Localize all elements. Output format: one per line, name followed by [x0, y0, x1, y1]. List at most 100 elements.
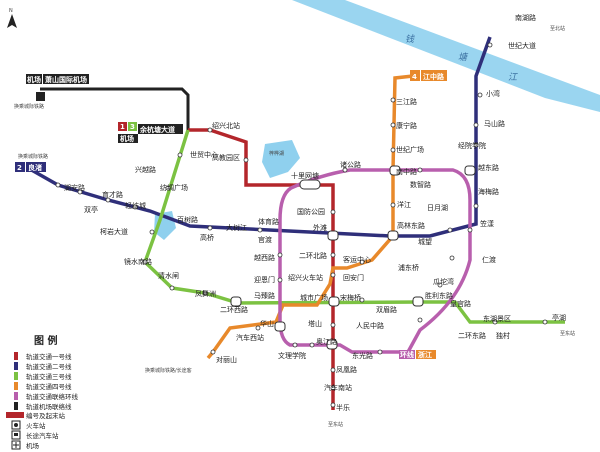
svg-text:清水闸: 清水闸 [158, 271, 179, 280]
svg-text:十里网塘: 十里网塘 [291, 171, 319, 180]
svg-text:轨道交通一号线: 轨道交通一号线 [26, 352, 72, 361]
svg-text:笠漾: 笠漾 [480, 219, 494, 228]
stations [55, 42, 548, 408]
svg-text:双眉路: 双眉路 [376, 305, 397, 314]
svg-text:独村: 独村 [496, 331, 510, 340]
river-char-2: 塘 [458, 52, 469, 63]
svg-text:机场: 机场 [120, 134, 134, 143]
legend-title: 图 例 [34, 334, 57, 347]
lake-north-label: 梓桦湖 [269, 150, 284, 157]
svg-text:官渡: 官渡 [258, 235, 272, 244]
svg-text:奥江路: 奥江路 [316, 337, 337, 346]
svg-text:机场: 机场 [26, 441, 40, 450]
svg-text:文理学院: 文理学院 [278, 351, 306, 360]
svg-text:纺绸广场: 纺绸广场 [160, 183, 188, 192]
legend-item-bus: 长途汽车站 [11, 430, 59, 440]
svg-text:良渚: 良渚 [28, 163, 42, 172]
svg-text:镜水南路: 镜水南路 [124, 257, 152, 266]
svg-text:至北站: 至北站 [550, 25, 565, 32]
interchange-markers [230, 165, 476, 350]
svg-text:1: 1 [120, 123, 125, 131]
svg-text:萧山国际机场: 萧山国际机场 [45, 75, 87, 84]
svg-text:江中路: 江中路 [423, 72, 445, 81]
svg-text:康宁路: 康宁路 [396, 121, 417, 130]
svg-text:数智路: 数智路 [410, 180, 431, 189]
line-airport-link [40, 87, 190, 130]
terminal-line2-north: 南湖路 至北站 [515, 13, 565, 32]
svg-text:南中路: 南中路 [396, 167, 417, 176]
note-south: 至东站 [328, 421, 343, 428]
svg-text:越西路: 越西路 [254, 253, 275, 262]
svg-text:浙江: 浙江 [418, 350, 432, 359]
svg-text:人民中路: 人民中路 [356, 321, 384, 330]
svg-text:大树江: 大树江 [226, 223, 247, 232]
legend-item-loop: 轨道交通联络环线 [14, 392, 79, 401]
terminal-airport: 机场 萧山国际机场 换乘城际铁路 [14, 74, 89, 110]
svg-text:南湖路: 南湖路 [515, 13, 536, 22]
svg-text:皇宫路: 皇宫路 [450, 299, 471, 308]
svg-text:诸公路: 诸公路 [340, 160, 361, 169]
legend-item-line1: 轨道交通一号线 [14, 352, 72, 361]
svg-text:马臻路: 马臻路 [254, 291, 275, 300]
svg-text:绍兴北站: 绍兴北站 [212, 121, 240, 130]
line-4 [206, 74, 414, 360]
svg-text:客运中心: 客运中心 [343, 255, 371, 264]
svg-text:国防公园: 国防公园 [297, 207, 325, 216]
svg-text:城市广场: 城市广场 [300, 293, 328, 302]
svg-text:回安门: 回安门 [343, 273, 364, 282]
svg-text:日月湖: 日月湖 [427, 203, 448, 212]
terminal-line2-west: 2 良渚 换乘城际铁路 [15, 153, 48, 172]
svg-text:N: N [9, 8, 13, 14]
svg-text:汽车南站: 汽车南站 [324, 383, 352, 392]
svg-text:轨道交通三号线: 轨道交通三号线 [26, 372, 72, 381]
svg-text:东光路: 东光路 [352, 351, 373, 360]
river-char-3: 江 [508, 72, 518, 83]
legend-item-line4: 轨道交通四号线 [14, 382, 72, 391]
svg-text:轨道交通联络环线: 轨道交通联络环线 [26, 392, 79, 401]
svg-text:柯岩大道: 柯岩大道 [100, 227, 128, 236]
svg-text:马山路: 马山路 [484, 119, 505, 128]
svg-text:小湾: 小湾 [486, 89, 500, 98]
svg-text:二环北路: 二环北路 [299, 251, 327, 260]
station-labels: 世纪大道 小湾 马山路 经院学院 越东路 海梅路 日月湖 笠漾 仁渡 瓜坨湾 胜… [64, 41, 566, 412]
svg-text:编号及起末站: 编号及起末站 [26, 411, 66, 420]
svg-text:亭湖: 亭湖 [552, 313, 566, 322]
svg-text:瓜坨湾: 瓜坨湾 [433, 277, 454, 286]
note-west: 换乘城际铁路/长途客 [145, 367, 192, 374]
svg-text:东湖景区: 东湖景区 [483, 314, 511, 323]
svg-text:浦东桥: 浦东桥 [398, 263, 419, 272]
svg-text:洋江: 洋江 [397, 200, 411, 209]
svg-text:双亭: 双亭 [84, 205, 98, 214]
svg-text:体育路: 体育路 [258, 217, 279, 226]
svg-text:仁渡: 仁渡 [482, 255, 496, 264]
svg-text:高教园区: 高教园区 [212, 153, 240, 162]
svg-text:轻纺城: 轻纺城 [125, 201, 146, 210]
svg-text:凤舞洲: 凤舞洲 [195, 289, 216, 298]
svg-text:塔山: 塔山 [308, 319, 322, 328]
line-1 [188, 128, 335, 410]
svg-text:4: 4 [412, 73, 417, 81]
line-loop [278, 168, 472, 354]
svg-text:世贸中心: 世贸中心 [190, 150, 218, 159]
svg-text:火车站: 火车站 [26, 421, 46, 430]
legend-item-line3: 轨道交通三号线 [14, 372, 72, 381]
river-char-1: 钱 [405, 34, 415, 45]
svg-text:高桥: 高桥 [200, 233, 214, 242]
legend-item-badge: 编号及起末站 [6, 411, 66, 420]
legend-item-line2: 轨道交通二号线 [14, 362, 72, 371]
svg-text:海梅路: 海梅路 [478, 187, 499, 196]
svg-text:外滩: 外滩 [313, 223, 327, 232]
svg-text:迎恩门: 迎恩门 [254, 275, 275, 284]
svg-text:凤凰路: 凤凰路 [336, 365, 357, 374]
svg-text:轨道机场联络线: 轨道机场联络线 [26, 402, 72, 411]
svg-text:越东路: 越东路 [478, 163, 499, 172]
svg-text:环线: 环线 [400, 350, 414, 359]
svg-text:长途汽车站: 长途汽车站 [26, 431, 59, 440]
river [292, 0, 600, 112]
svg-text:余杭塘大道: 余杭塘大道 [139, 125, 175, 134]
svg-text:半乐: 半乐 [336, 403, 350, 412]
svg-text:兴越路: 兴越路 [135, 165, 156, 174]
svg-text:百树路: 百树路 [177, 215, 198, 224]
legend: 图 例 轨道交通一号线 轨道交通二号线 轨道交通三号线 轨道交通四号线 轨道交通… [6, 334, 79, 450]
